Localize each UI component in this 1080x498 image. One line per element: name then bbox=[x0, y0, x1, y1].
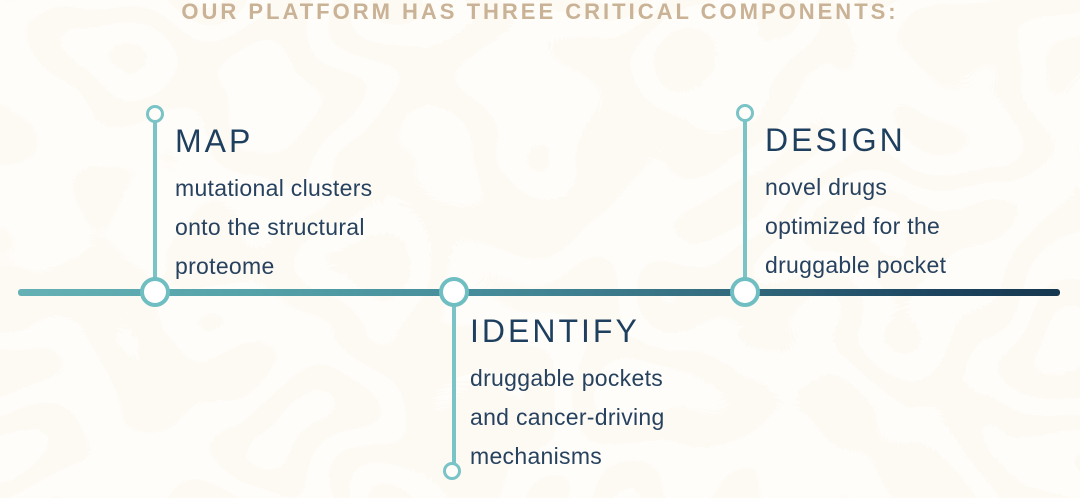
design-endpoint-circle-icon bbox=[736, 104, 754, 122]
map-heading: MAP bbox=[175, 123, 254, 159]
design-description-line-3: druggable pocket bbox=[765, 252, 947, 278]
map-description-line-1: mutational clusters bbox=[175, 175, 373, 201]
map-description-line-3: proteome bbox=[175, 253, 275, 279]
design-node-circle-icon bbox=[730, 277, 760, 307]
map-component: MAP mutational clusters onto the structu… bbox=[175, 122, 372, 286]
map-description-line-2: onto the structural bbox=[175, 214, 365, 240]
identify-description-line-2: and cancer-driving bbox=[470, 404, 665, 430]
identify-heading: IDENTIFY bbox=[470, 313, 640, 349]
design-component: DESIGN novel drugs optimized for the dru… bbox=[765, 121, 946, 285]
map-description: mutational clusters onto the structural … bbox=[175, 169, 372, 286]
identify-node-circle-icon bbox=[439, 277, 469, 307]
design-description-line-2: optimized for the bbox=[765, 213, 941, 239]
design-heading: DESIGN bbox=[765, 122, 906, 158]
identify-component: IDENTIFY druggable pockets and cancer-dr… bbox=[470, 312, 665, 476]
identify-stem-line bbox=[452, 292, 456, 472]
map-node-circle-icon bbox=[140, 277, 170, 307]
design-stem-line bbox=[743, 113, 747, 292]
map-endpoint-circle-icon bbox=[146, 105, 164, 123]
page-title: OUR PLATFORM HAS THREE CRITICAL COMPONEN… bbox=[181, 0, 899, 24]
timeline-axis bbox=[18, 289, 1060, 296]
design-description-line-1: novel drugs bbox=[765, 174, 888, 200]
design-description: novel drugs optimized for the druggable … bbox=[765, 168, 946, 285]
identify-endpoint-circle-icon bbox=[443, 462, 461, 480]
identify-description-line-1: druggable pockets bbox=[470, 365, 664, 391]
identify-description-line-3: mechanisms bbox=[470, 443, 603, 469]
identify-description: druggable pockets and cancer-driving mec… bbox=[470, 359, 665, 476]
map-stem-line bbox=[153, 114, 157, 292]
